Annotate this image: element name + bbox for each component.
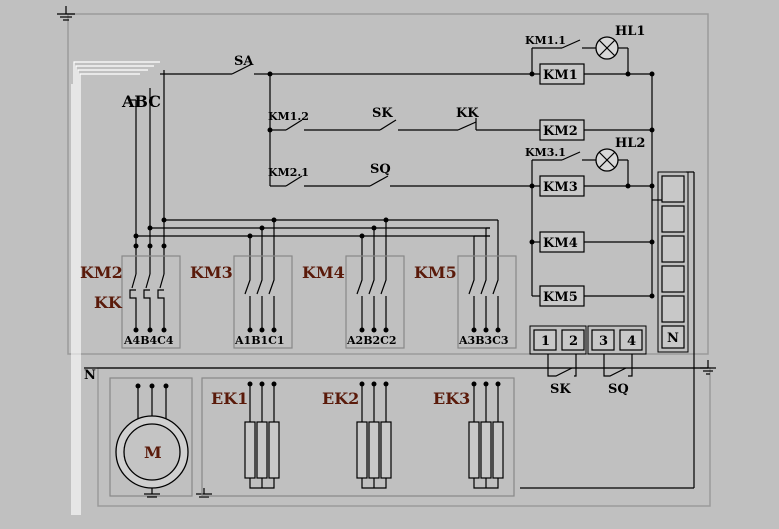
lamp-icon-hl2	[595, 148, 619, 172]
ground-icon-motor	[144, 488, 160, 498]
terminal-label-a1b1c1: A1B1C1	[234, 334, 285, 347]
label-km1-1: KM1.1	[525, 34, 566, 47]
block-label-km5: KM5	[414, 263, 457, 282]
motor-icon	[109, 377, 193, 497]
control-circuit	[160, 39, 655, 299]
cable-bundle	[71, 61, 160, 515]
label-hl2: HL2	[615, 136, 645, 151]
motor-label: M	[144, 443, 162, 462]
heater-icon-ek3	[468, 381, 504, 489]
terminal-4: 4	[627, 334, 636, 349]
coil-label-km1: KM1	[543, 68, 578, 83]
label-sk-top: SK	[372, 106, 393, 121]
terminal-1: 1	[541, 334, 550, 349]
heater-label-ek3: EK3	[433, 389, 470, 408]
label-sq-top: SQ	[370, 162, 391, 177]
ground-icon-right	[700, 360, 716, 375]
label-hl1: HL1	[615, 24, 645, 39]
label-km2-1: KM2.1	[268, 166, 309, 179]
label-neutral-left: N	[84, 368, 96, 383]
ground-icon-top	[57, 6, 75, 21]
label-sa: SA	[234, 54, 254, 69]
terminal-2: 2	[569, 334, 578, 349]
label-phases: ABC	[121, 92, 161, 111]
label-sq-bottom: SQ	[608, 382, 629, 397]
terminal-strip	[652, 171, 689, 353]
block-label-kk: KK	[94, 293, 123, 312]
coil-label-km5: KM5	[543, 290, 578, 305]
coil-label-km2: KM2	[543, 124, 578, 139]
label-km1-2: KM1.2	[268, 110, 309, 123]
contactor-block-km4	[345, 255, 405, 349]
block-label-km3: KM3	[190, 263, 233, 282]
terminal-label-a2b2c2: A2B2C2	[346, 334, 397, 347]
block-label-km2: KM2	[80, 263, 123, 282]
contactor-block-km5	[457, 255, 517, 349]
label-sk-bottom: SK	[550, 382, 571, 397]
coil-km3	[539, 175, 585, 197]
coil-km5	[539, 285, 585, 307]
terminal-label-a4b4c4: A4B4C4	[123, 334, 174, 347]
contactor-block-km2	[121, 255, 181, 349]
label-km3-1: KM3.1	[525, 146, 566, 159]
terminal-label-a3b3c3: A3B3C3	[458, 334, 509, 347]
bus-junctions	[133, 217, 389, 249]
heater-frame	[201, 377, 515, 497]
coil-km4	[539, 231, 585, 253]
block-label-km4: KM4	[302, 263, 345, 282]
phase-lines	[130, 70, 499, 262]
lamp-icon-hl1	[595, 36, 619, 60]
heater-icon-ek1	[244, 381, 280, 489]
coil-label-km4: KM4	[543, 236, 578, 251]
terminal-3: 3	[599, 334, 608, 349]
coil-label-km3: KM3	[543, 180, 578, 195]
coil-km1	[539, 63, 585, 85]
label-neutral-box: N	[667, 331, 679, 346]
neutral-line	[84, 171, 708, 489]
heater-label-ek1: EK1	[211, 389, 248, 408]
control-frame	[67, 13, 709, 355]
coil-km2	[539, 119, 585, 141]
heater-label-ek2: EK2	[322, 389, 359, 408]
switch-terminals	[529, 325, 647, 377]
heater-icon-ek2	[356, 381, 392, 489]
contactor-block-km3	[233, 255, 293, 349]
label-kk-top: KK	[456, 106, 479, 121]
ground-icon-heaters	[196, 488, 212, 498]
